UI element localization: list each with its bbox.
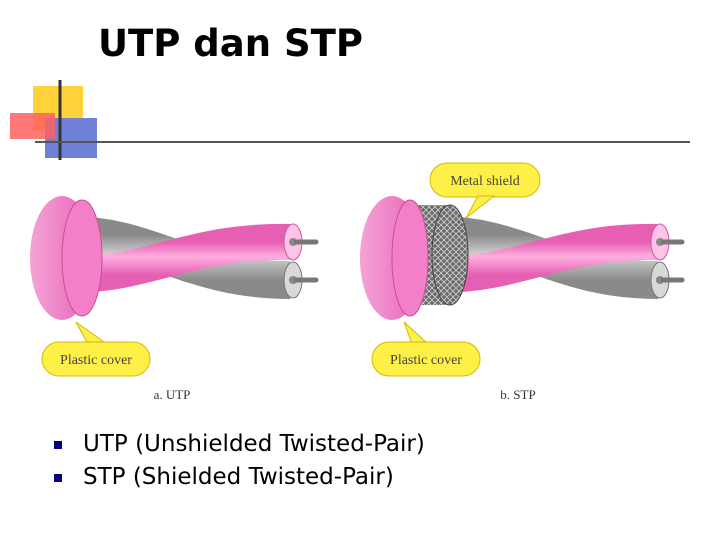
- stp-metal-shield-label: Metal shield: [450, 174, 520, 189]
- stp-plastic-cover-callout: Plastic cover: [371, 321, 481, 377]
- utp-plastic-cover-label: Plastic cover: [60, 353, 132, 368]
- bullet-item-utp: UTP (Unshielded Twisted-Pair): [52, 428, 425, 461]
- stp-caption: b. STP: [500, 387, 535, 402]
- stp-cable: [360, 196, 685, 320]
- bullet-square-icon: [54, 441, 62, 449]
- cable-diagram: Plastic cover a. UTP Metal shield Plasti…: [30, 162, 685, 402]
- stp-metal-shield-face: [431, 204, 469, 306]
- stp-plastic-cover-face: [391, 199, 429, 317]
- bullet-square-icon: [54, 474, 62, 482]
- utp-plastic-cover-callout: Plastic cover: [41, 321, 151, 377]
- stp-pink-wire: [439, 223, 659, 293]
- utp-cable: [30, 196, 319, 320]
- page-title: UTP dan STP: [98, 22, 363, 65]
- bullet-text: UTP (Unshielded Twisted-Pair): [83, 431, 425, 457]
- deco-red-square: [10, 113, 55, 139]
- bullet-text: STP (Shielded Twisted-Pair): [83, 464, 394, 490]
- stp-plastic-cover-label: Plastic cover: [390, 353, 462, 368]
- title-decoration: [10, 80, 690, 160]
- bullet-list: UTP (Unshielded Twisted-Pair) STP (Shiel…: [52, 428, 425, 494]
- utp-plastic-cover-face: [61, 199, 103, 317]
- bullet-item-stp: STP (Shielded Twisted-Pair): [52, 461, 425, 494]
- stp-metal-shield-callout: Metal shield: [429, 162, 541, 219]
- utp-caption: a. UTP: [154, 387, 191, 402]
